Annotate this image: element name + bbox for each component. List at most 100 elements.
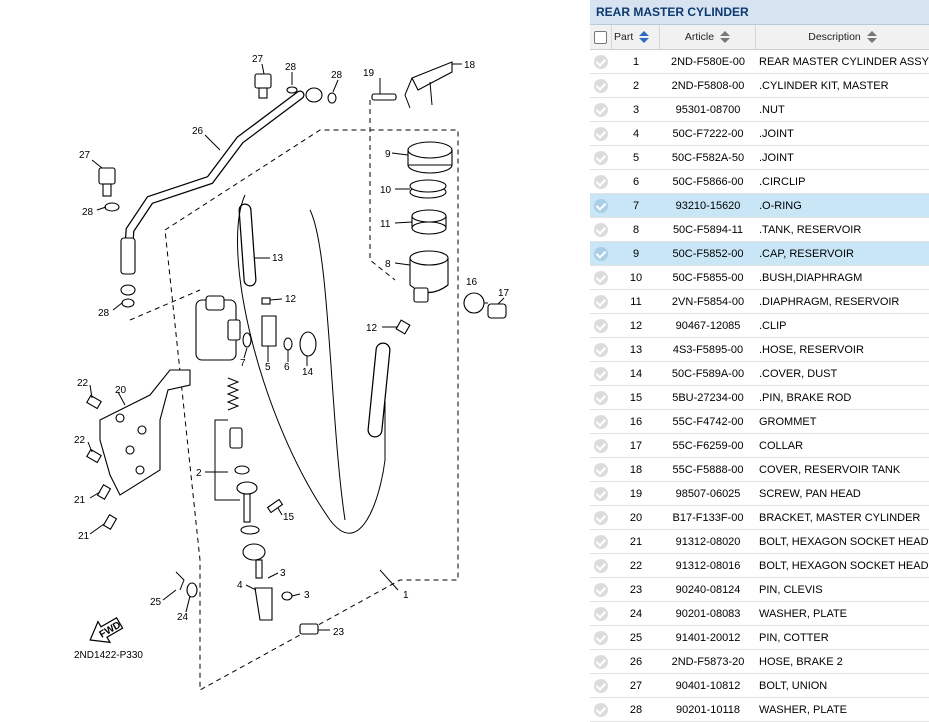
check-circle-icon[interactable] [594, 54, 608, 69]
column-header-description[interactable]: Description [756, 25, 929, 49]
check-circle-icon[interactable] [594, 558, 608, 573]
article-number[interactable]: 55C-F4742-00 [672, 415, 744, 428]
check-circle-icon[interactable] [594, 198, 608, 213]
article-number[interactable]: 50C-F589A-00 [671, 367, 745, 380]
article-number[interactable]: 50C-F582A-50 [671, 151, 745, 164]
article-number[interactable]: 91401-20012 [675, 631, 741, 644]
check-circle-icon[interactable] [594, 462, 608, 477]
article-number[interactable]: 91312-08020 [675, 535, 741, 548]
article-number[interactable]: 90467-12085 [675, 319, 741, 332]
select-all-checkbox[interactable] [594, 30, 607, 44]
check-circle-icon[interactable] [594, 270, 608, 285]
article-number[interactable]: 98507-06025 [675, 487, 741, 500]
article-number[interactable]: 2ND-F5873-20 [671, 655, 745, 668]
column-header-part[interactable]: Part [612, 25, 660, 49]
check-circle-icon[interactable] [594, 438, 608, 453]
check-circle-icon[interactable] [594, 606, 608, 621]
check-circle-icon[interactable] [594, 534, 608, 549]
article-number[interactable]: 50C-F7222-00 [672, 127, 744, 140]
check-circle-icon[interactable] [594, 654, 608, 669]
article-number[interactable]: 55C-F6259-00 [672, 439, 744, 452]
column-header-article[interactable]: Article [660, 25, 756, 49]
sort-arrows-icon[interactable] [639, 31, 650, 43]
check-circle-icon[interactable] [594, 582, 608, 597]
article-number[interactable]: 50C-F5855-00 [672, 271, 744, 284]
article-number[interactable]: 55C-F5888-00 [672, 463, 744, 476]
sort-arrows-icon[interactable] [866, 31, 877, 43]
column-header-label: Article [684, 31, 715, 43]
article-number[interactable]: 4S3-F5895-00 [672, 343, 744, 356]
check-circle-icon[interactable] [594, 630, 608, 645]
check-circle-icon[interactable] [594, 678, 608, 693]
article-number[interactable]: B17-F133F-00 [672, 511, 744, 524]
check-circle-icon[interactable] [594, 174, 608, 189]
hose-fitting-part [120, 237, 136, 275]
article-number[interactable]: 2ND-F5808-00 [671, 79, 745, 92]
callout-label: 19 [363, 68, 375, 79]
check-circle-icon[interactable] [594, 150, 608, 165]
check-circle-icon[interactable] [594, 702, 608, 717]
check-circle-icon[interactable] [594, 366, 608, 381]
check-circle-icon[interactable] [594, 246, 608, 261]
part-description: .TANK, RESERVOIR [759, 223, 862, 236]
article-number[interactable]: 2VN-F5854-00 [671, 295, 745, 308]
sort-arrows-icon[interactable] [720, 31, 731, 43]
part-number: 12 [629, 319, 643, 332]
article-number[interactable]: 5BU-27234-00 [672, 391, 744, 404]
check-circle-icon[interactable] [594, 294, 608, 309]
check-circle-icon[interactable] [594, 78, 608, 93]
row-check-cell [590, 410, 612, 433]
rod-part [255, 559, 263, 579]
check-circle-icon[interactable] [594, 222, 608, 237]
article-number[interactable]: 90201-08083 [675, 607, 741, 620]
article-number[interactable]: 50C-F5852-00 [672, 247, 744, 260]
article-number[interactable]: 93210-15620 [675, 199, 741, 212]
article-number[interactable]: 90401-10812 [675, 679, 741, 692]
article-number[interactable]: 90201-10118 [675, 703, 741, 716]
article-number[interactable]: 90240-08124 [675, 583, 741, 596]
article-number[interactable]: 95301-08700 [675, 103, 741, 116]
check-circle-icon[interactable] [594, 390, 608, 405]
piston-cup-part [236, 481, 258, 495]
check-circle-icon[interactable] [594, 342, 608, 357]
check-circle-icon[interactable] [594, 126, 608, 141]
article-number[interactable]: 2ND-F580E-00 [671, 55, 745, 68]
check-circle-icon[interactable] [594, 486, 608, 501]
check-circle-icon[interactable] [594, 102, 608, 117]
part-description: COVER, RESERVOIR TANK [759, 463, 901, 476]
check-circle-icon[interactable] [594, 318, 608, 333]
check-circle-icon[interactable] [594, 510, 608, 525]
article-number[interactable]: 50C-F5894-11 [672, 223, 744, 236]
article-number[interactable]: 50C-F5866-00 [672, 175, 744, 188]
check-circle-icon[interactable] [594, 414, 608, 429]
article-number[interactable]: 91312-08016 [675, 559, 741, 572]
